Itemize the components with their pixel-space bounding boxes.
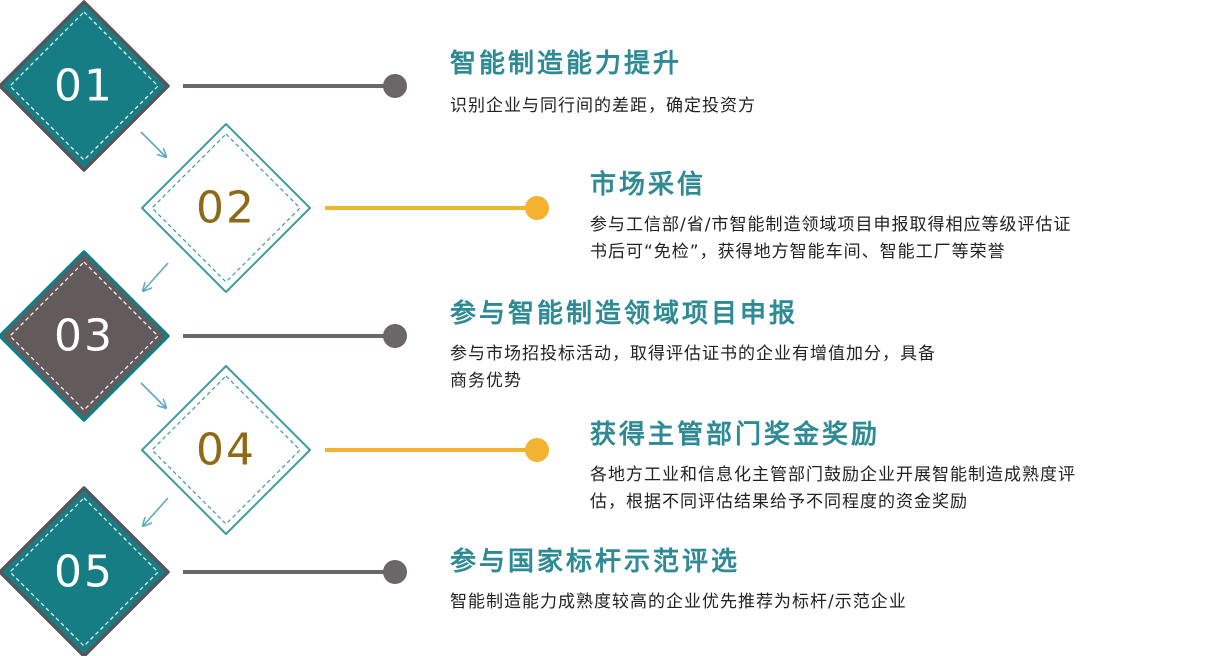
arrow-04-05 <box>143 497 169 526</box>
step-03-description: 参与市场招投标活动，取得评估证书的企业有增值加分，具备 商务优势 <box>450 341 1150 395</box>
step-04-connector-dot <box>525 438 549 462</box>
step-04-title: 获得主管部门奖金奖励 <box>590 420 881 450</box>
step-01-desc-line-1: 识别企业与同行间的差距，确定投资方 <box>450 96 756 116</box>
arrow-03-04 <box>140 382 166 408</box>
step-05-description: 智能制造能力成熟度较高的企业优先推荐为标杆/示范企业 <box>450 589 1150 616</box>
step-03-outer-diamond <box>0 250 170 422</box>
step-05-outer-diamond <box>0 486 170 656</box>
step-01-outer-diamond <box>0 0 170 172</box>
step-04-outer-diamond <box>141 365 311 535</box>
step-04-desc-line-2: 估，根据不同评估结果给予不同程度的资金奖励 <box>590 492 968 512</box>
step-02-desc-line-1: 参与工信部/省/市智能制造领域项目申报取得相应等级评估证 <box>590 215 1072 235</box>
step-05-title: 参与国家标杆示范评选 <box>450 547 741 577</box>
step-04-number: 04 <box>196 425 256 476</box>
step-02-title: 市场采信 <box>590 170 707 200</box>
arrow-02-03 <box>143 262 169 291</box>
step-02-description: 参与工信部/省/市智能制造领域项目申报取得相应等级评估证 书后可“免检”，获得地… <box>590 212 1210 266</box>
step-04: 04 <box>141 365 549 535</box>
step-03-number: 03 <box>54 311 114 362</box>
arrow-01-02 <box>140 131 166 157</box>
step-01-number: 01 <box>54 61 114 112</box>
step-03-desc-line-2: 商务优势 <box>450 371 522 391</box>
step-03-title: 参与智能制造领域项目申报 <box>450 299 799 329</box>
step-04-description: 各地方工业和信息化主管部门鼓励企业开展智能制造成熟度评 估，根据不同评估结果给予… <box>590 462 1210 516</box>
step-05-connector-dot <box>383 560 407 584</box>
step-05-number: 05 <box>54 547 114 598</box>
step-02-desc-line-2: 书后可“免检”，获得地方智能车间、智能工厂等荣誉 <box>590 242 1006 262</box>
step-01: 01 <box>0 0 407 172</box>
step-03-desc-line-1: 参与市场招投标活动，取得评估证书的企业有增值加分，具备 <box>450 344 936 364</box>
step-02: 02 <box>141 123 549 293</box>
step-05-desc-line-1: 智能制造能力成熟度较高的企业优先推荐为标杆/示范企业 <box>450 592 907 612</box>
step-03-connector-dot <box>383 324 407 348</box>
step-01-connector-dot <box>383 74 407 98</box>
step-05: 05 <box>0 486 407 656</box>
step-03: 03 <box>0 250 407 422</box>
step-01-title: 智能制造能力提升 <box>450 49 683 79</box>
step-02-connector-dot <box>525 196 549 220</box>
step-02-outer-diamond <box>141 123 311 293</box>
step-04-desc-line-1: 各地方工业和信息化主管部门鼓励企业开展智能制造成熟度评 <box>590 465 1076 485</box>
step-02-number: 02 <box>196 183 256 234</box>
step-01-description: 识别企业与同行间的差距，确定投资方 <box>450 93 1150 120</box>
